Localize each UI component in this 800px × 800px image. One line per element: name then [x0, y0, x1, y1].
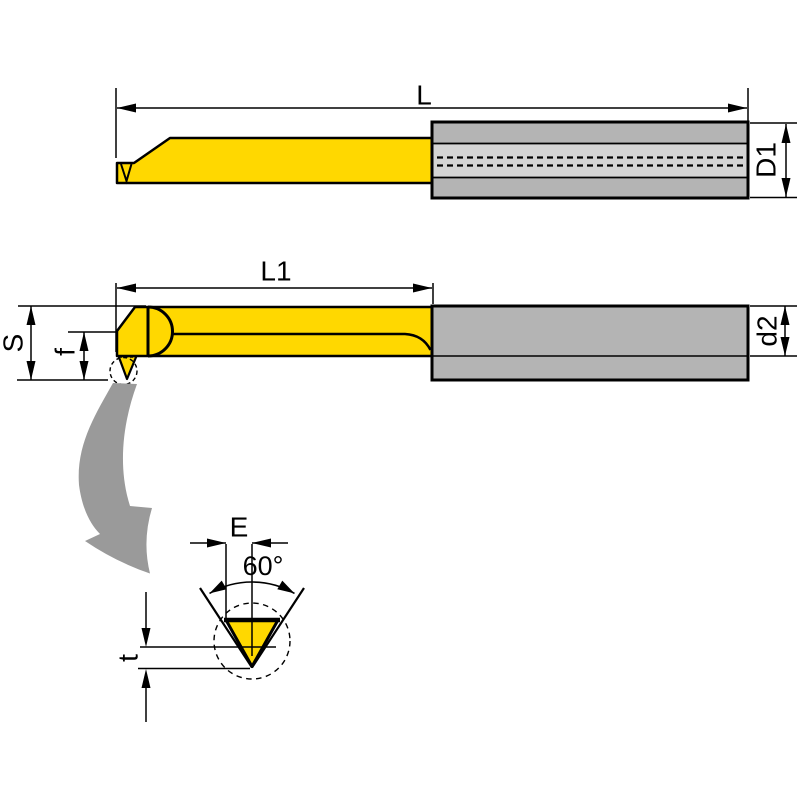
- detail-view: E 60° t: [113, 512, 305, 722]
- dim-E-arrow-left: [207, 538, 226, 548]
- top-view: [115, 120, 750, 200]
- dim-t-arrow-up: [141, 669, 151, 688]
- angle-arc-arrow-right: [277, 580, 295, 594]
- dim-L1-label: L1: [260, 256, 291, 287]
- dimension-d2: d2: [750, 305, 797, 357]
- side-view-shank: [430, 304, 750, 382]
- dim-t-arrow-down: [141, 628, 151, 647]
- dimension-L1: L1: [115, 256, 434, 352]
- detail-flank-right: [251, 587, 305, 669]
- dim-d2-arrow-bottom: [780, 337, 790, 356]
- side-view-bar-body: [115, 305, 434, 358]
- dim-d2-arrow-top: [780, 306, 790, 325]
- top-view-shank-outline: [430, 120, 750, 200]
- top-view-insert-edges: [120, 163, 133, 185]
- side-view: [109, 304, 750, 386]
- side-view-tooth: [117, 354, 138, 381]
- dim-D1-label: D1: [751, 142, 782, 178]
- top-view-shank-bottom-band: [433, 177, 747, 197]
- dim-D1-arrow-top: [781, 124, 791, 143]
- dim-E-arrow-right: [252, 538, 271, 548]
- dim-L1-arrow-left: [117, 283, 136, 293]
- dim-L-arrow-right: [728, 103, 747, 113]
- dim-S-arrow-top: [26, 306, 36, 325]
- dim-L-label: L: [416, 80, 432, 111]
- dim-d2-label: d2: [752, 315, 783, 346]
- dim-f-arrow-top: [79, 332, 89, 351]
- top-view-bar-body: [115, 136, 434, 185]
- dim-f-label: f: [50, 348, 81, 356]
- dimension-S: S: [0, 305, 146, 381]
- dim-L-arrow-left: [117, 103, 136, 113]
- dimension-L: L: [115, 80, 749, 158]
- dim-S-arrow-bottom: [26, 361, 36, 380]
- nose-dome: [147, 305, 174, 358]
- dim-D1-arrow-bottom: [781, 178, 791, 197]
- detail-callout-circle: [213, 602, 291, 680]
- dim-S-label: S: [0, 334, 29, 353]
- dim-t-label: t: [113, 654, 144, 662]
- dimension-D1: D1: [750, 122, 797, 199]
- detail-flank-left: [199, 587, 253, 669]
- dim-E-label: E: [230, 512, 249, 543]
- bar-flute-line: [172, 332, 432, 351]
- zoom-callout-arrow: [78, 383, 152, 574]
- angle-label: 60°: [243, 551, 284, 581]
- dimension-f: f: [50, 331, 118, 380]
- top-view-shank-top-band: [433, 123, 747, 144]
- dim-L1-arrow-right: [413, 283, 432, 293]
- dim-f-arrow-bottom: [79, 361, 89, 380]
- angle-arc-arrow-left: [209, 580, 227, 594]
